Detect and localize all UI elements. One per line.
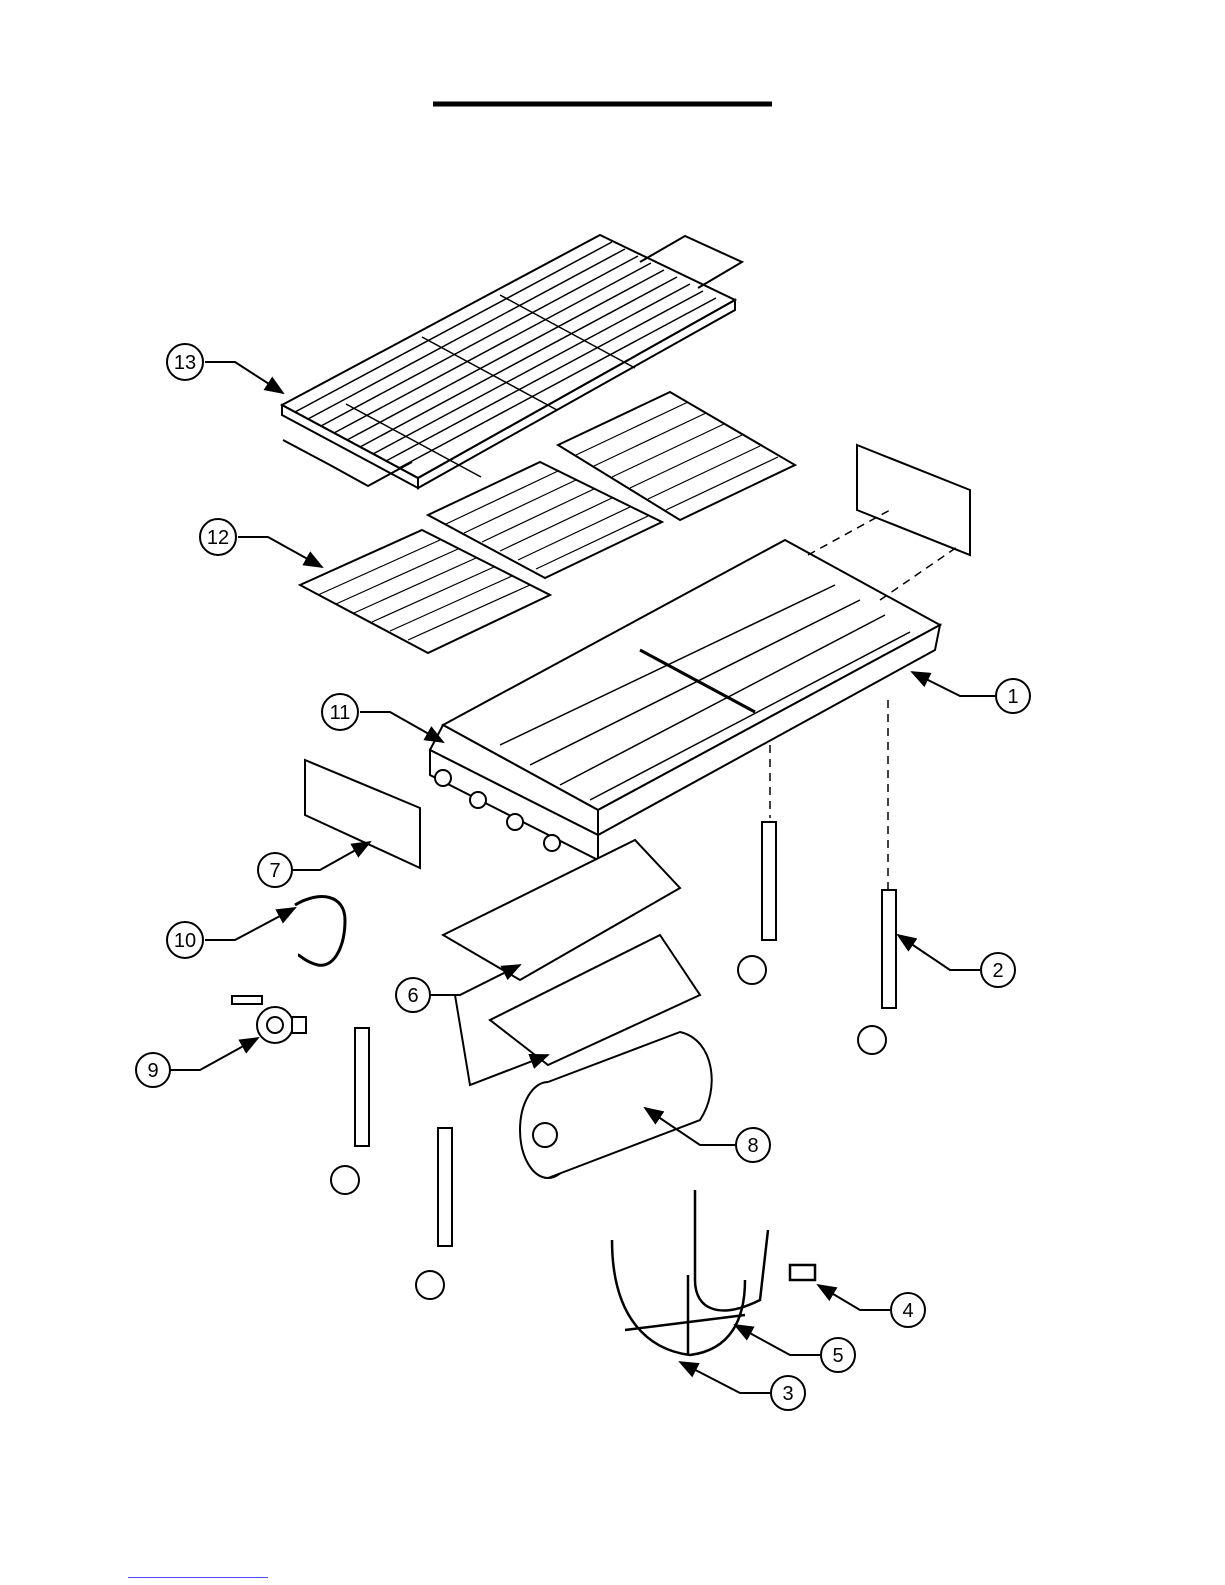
svg-text:5: 5 xyxy=(832,1345,843,1367)
callout-10: 10 xyxy=(167,922,203,958)
callout-11: 11 xyxy=(322,694,358,730)
callout-3: 3 xyxy=(771,1376,805,1410)
svg-text:13: 13 xyxy=(174,352,196,374)
part-10-hose xyxy=(295,897,345,966)
callout-8: 8 xyxy=(736,1128,770,1162)
svg-text:6: 6 xyxy=(407,985,418,1007)
callout-9: 9 xyxy=(136,1053,170,1087)
part-6-heat-shields xyxy=(443,840,700,1065)
svg-text:12: 12 xyxy=(207,527,229,549)
svg-text:1: 1 xyxy=(1007,686,1018,708)
callout-6: 6 xyxy=(396,978,430,1012)
svg-text:10: 10 xyxy=(174,930,196,952)
svg-text:9: 9 xyxy=(147,1060,158,1082)
svg-text:3: 3 xyxy=(782,1383,793,1405)
part-9-regulator xyxy=(232,996,306,1043)
part-3-5-frame xyxy=(612,1190,815,1355)
svg-text:11: 11 xyxy=(330,702,351,724)
svg-text:7: 7 xyxy=(269,860,280,882)
callout-2: 2 xyxy=(981,953,1015,987)
footer-link-underline xyxy=(128,1577,268,1578)
callout-12: 12 xyxy=(200,519,236,555)
svg-text:8: 8 xyxy=(747,1135,758,1157)
svg-text:2: 2 xyxy=(992,960,1003,982)
callout-4: 4 xyxy=(891,1293,925,1327)
callout-1: 1 xyxy=(996,679,1030,713)
svg-text:4: 4 xyxy=(902,1300,913,1322)
callout-13: 13 xyxy=(167,344,203,380)
callout-7: 7 xyxy=(258,853,292,887)
callout-5: 5 xyxy=(821,1338,855,1372)
